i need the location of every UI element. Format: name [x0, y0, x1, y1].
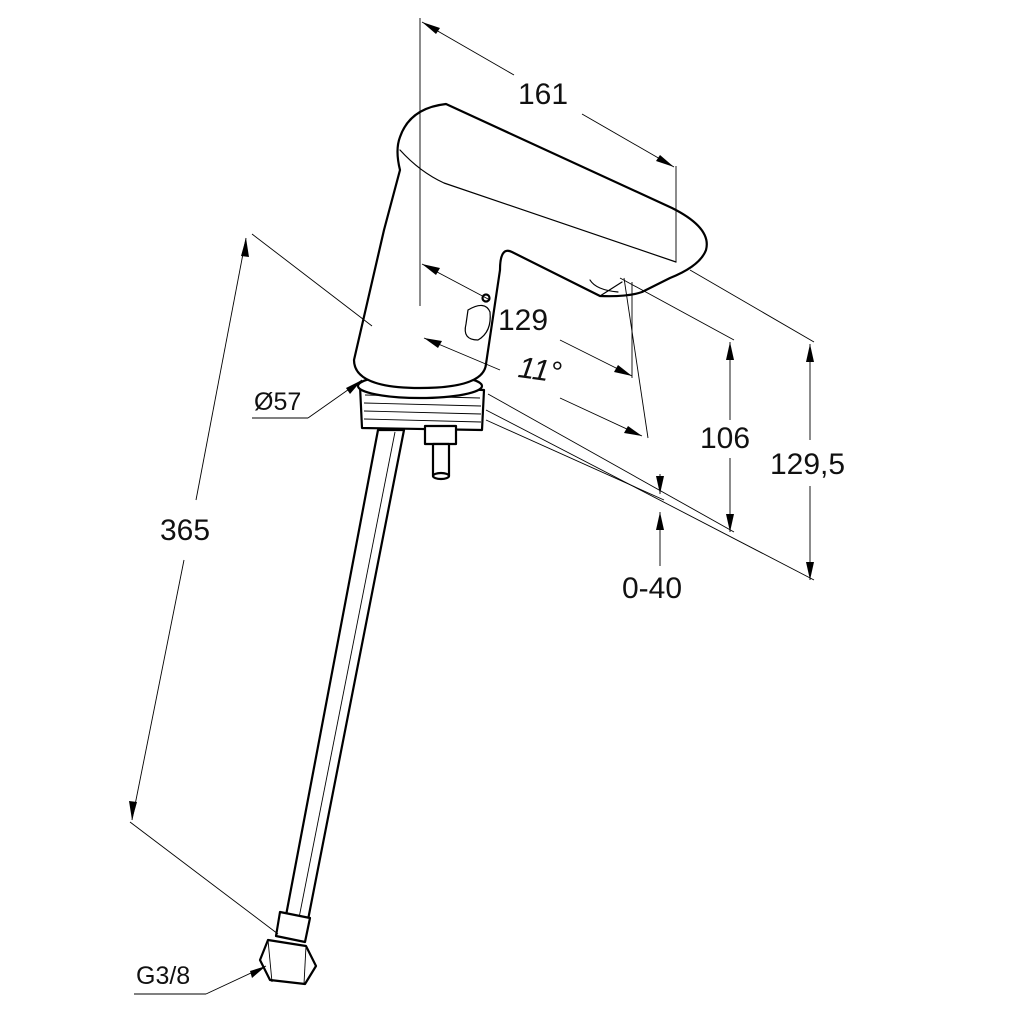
dim-11-angle — [423, 277, 649, 439]
sensor-connector — [423, 424, 458, 481]
supply-hose — [258, 428, 406, 986]
dim-129-label: 129 — [498, 304, 548, 337]
dim-161-label: 161 — [518, 78, 568, 111]
dim-11-label: 11° — [516, 351, 563, 390]
dim-g3-8-label: G3/8 — [136, 962, 190, 990]
dim-129-5-label: 129,5 — [770, 448, 845, 481]
dim-106 — [487, 277, 735, 533]
dim-57 — [252, 379, 363, 419]
dim-161 — [419, 18, 677, 306]
dim-365-label: 365 — [160, 514, 210, 547]
dim-365 — [129, 233, 373, 935]
dim-129-5 — [485, 269, 815, 581]
dim-0-40 — [485, 419, 665, 566]
dim-57-label: Ø57 — [254, 388, 301, 416]
faucet-body — [352, 102, 708, 390]
dim-g3-8 — [134, 965, 267, 995]
dim-106-label: 106 — [700, 422, 750, 455]
dim-0-40-label: 0-40 — [622, 572, 682, 605]
